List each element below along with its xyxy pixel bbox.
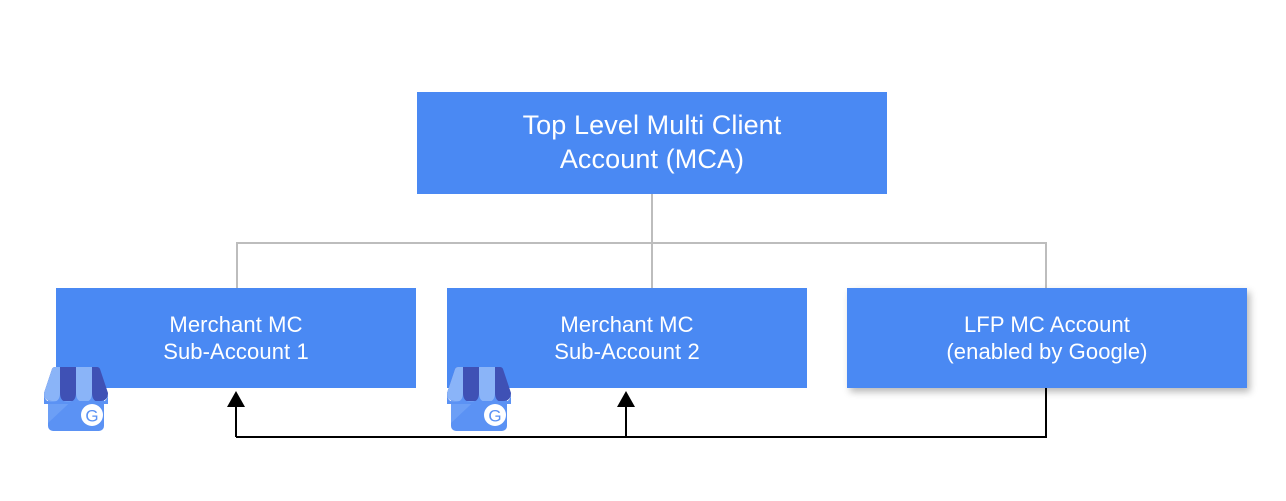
feedback-line-stem-sub2: [625, 404, 627, 437]
node-lfp-mc-account[interactable]: LFP MC Account (enabled by Google): [847, 288, 1247, 388]
google-business-profile-icon: G: [44, 367, 108, 431]
feedback-line-stem-sub1: [235, 404, 237, 437]
feedback-line-base: [236, 436, 1047, 438]
connector-drop-lfp: [1045, 242, 1047, 289]
arrow-head-icon-sub2: [617, 391, 635, 407]
node-merchant-sub-account-2[interactable]: Merchant MC Sub-Account 2: [447, 288, 807, 388]
svg-text:G: G: [85, 407, 98, 426]
node-merchant-sub-account-2-label: Merchant MC Sub-Account 2: [554, 311, 700, 365]
arrow-head-icon-sub1: [227, 391, 245, 407]
node-top-level-mca[interactable]: Top Level Multi Client Account (MCA): [417, 92, 887, 194]
feedback-line-lfp-riser: [1045, 386, 1047, 437]
connector-drop-sub2: [651, 242, 653, 289]
node-lfp-mc-account-label: LFP MC Account (enabled by Google): [946, 311, 1148, 365]
svg-text:G: G: [488, 407, 501, 426]
connector-mca-trunk: [651, 194, 653, 243]
connector-horizontal-bar: [236, 242, 1046, 244]
google-business-profile-icon: G: [447, 367, 511, 431]
node-top-level-mca-label: Top Level Multi Client Account (MCA): [522, 110, 782, 174]
connector-drop-sub1: [236, 242, 238, 289]
node-merchant-sub-account-1-label: Merchant MC Sub-Account 1: [163, 311, 309, 365]
node-merchant-sub-account-1[interactable]: Merchant MC Sub-Account 1: [56, 288, 416, 388]
